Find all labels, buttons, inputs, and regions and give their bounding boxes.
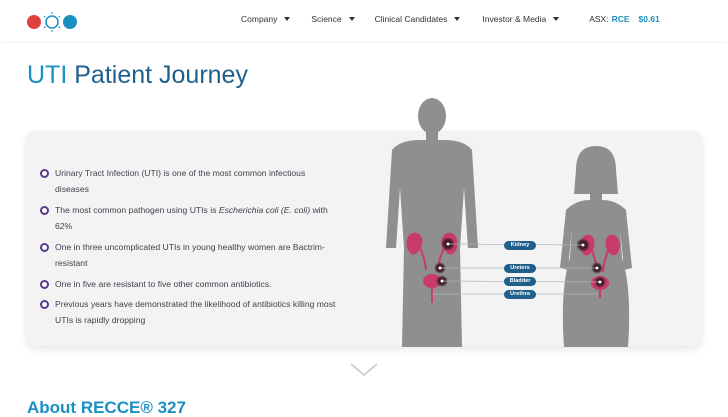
bullet-circle-icon bbox=[40, 243, 49, 252]
nav-company[interactable]: Company bbox=[241, 14, 291, 24]
list-item: One in five are resistant to five other … bbox=[40, 276, 340, 292]
ticker-symbol: RCE bbox=[611, 14, 630, 24]
nav-clinical-label: Clinical Candidates bbox=[374, 14, 448, 24]
list-item: The most common pathogen using UTIs is E… bbox=[40, 202, 340, 234]
bullet-circle-icon bbox=[40, 300, 49, 309]
label-kidney: Kidney bbox=[504, 241, 536, 250]
bullet-text-before: The most common pathogen using UTIs is bbox=[55, 205, 219, 215]
bullet-text: One in five are resistant to five other … bbox=[55, 279, 272, 289]
recce-logo[interactable] bbox=[26, 10, 78, 32]
caret-down-icon bbox=[454, 17, 461, 21]
main-menu: Company Science Clinical Candidates Inve… bbox=[241, 14, 660, 24]
bullet-circle-icon bbox=[40, 280, 49, 289]
label-urethra: Urethra bbox=[504, 290, 536, 299]
asx-label: ASX: bbox=[589, 14, 609, 24]
nav-clinical-candidates[interactable]: Clinical Candidates bbox=[375, 14, 461, 24]
caret-down-icon bbox=[284, 17, 291, 21]
connector-dots bbox=[438, 242, 602, 284]
nav-science-label: Science bbox=[311, 14, 342, 24]
bullet-text: One in three uncomplicated UTIs in young… bbox=[55, 242, 325, 268]
male-urinary-organs bbox=[406, 232, 458, 303]
nav-investor-label: Investor & Media bbox=[482, 14, 547, 24]
bullet-text-after: with 62% bbox=[55, 205, 328, 231]
page-title-accent: UTI bbox=[27, 61, 68, 89]
bullet-circle-icon bbox=[40, 206, 49, 215]
top-navbar: Company Science Clinical Candidates Inve… bbox=[0, 0, 728, 41]
next-section-heading: About RECCE® 327 bbox=[27, 398, 186, 417]
female-silhouette bbox=[560, 146, 632, 347]
bullet-circle-icon bbox=[40, 169, 49, 178]
chevron-down-icon[interactable] bbox=[349, 362, 379, 378]
bullet-text: Urinary Tract Infection (UTI) is one of … bbox=[55, 168, 306, 194]
pathogen-name: Escherichia coli (E. coli) bbox=[218, 205, 311, 215]
uti-facts-list: Urinary Tract Infection (UTI) is one of … bbox=[40, 165, 340, 333]
page-title: UTI Patient Journey bbox=[27, 60, 248, 90]
label-bladder: Bladder bbox=[504, 277, 536, 286]
list-item: One in three uncomplicated UTIs in young… bbox=[40, 239, 340, 271]
stock-price: $0.61 bbox=[638, 14, 660, 24]
list-item: Previous years have demonstrated the lik… bbox=[40, 296, 340, 328]
nav-science[interactable]: Science bbox=[311, 14, 355, 24]
label-ureters: Ureters bbox=[504, 264, 536, 273]
caret-down-icon bbox=[553, 17, 560, 21]
nav-investor-media[interactable]: Investor & Media bbox=[482, 14, 560, 24]
male-silhouette bbox=[386, 98, 478, 347]
asx-stock-ticker[interactable]: ASX: RCE $0.61 bbox=[589, 14, 660, 24]
bullet-text: Previous years have demonstrated the lik… bbox=[55, 299, 336, 325]
page-title-rest: Patient Journey bbox=[74, 61, 248, 89]
caret-down-icon bbox=[348, 17, 355, 21]
urinary-tract-illustration bbox=[386, 98, 632, 347]
list-item: Urinary Tract Infection (UTI) is one of … bbox=[40, 165, 340, 197]
nav-company-label: Company bbox=[241, 14, 278, 24]
